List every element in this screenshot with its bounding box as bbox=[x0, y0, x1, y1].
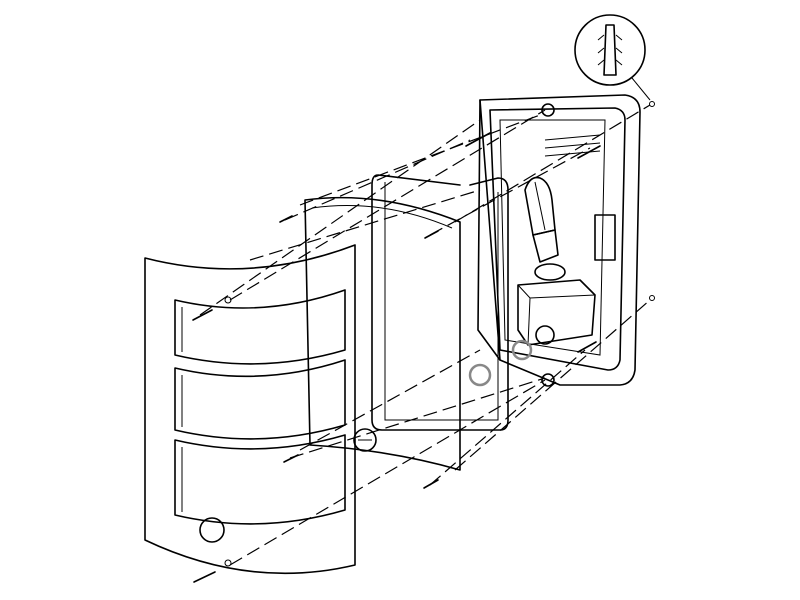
screw-icon bbox=[465, 132, 491, 147]
screw-icon bbox=[193, 571, 216, 583]
screw-icon bbox=[424, 230, 439, 239]
washer bbox=[468, 363, 492, 387]
window-top bbox=[174, 289, 346, 365]
screw-icon bbox=[577, 341, 597, 353]
screw-icon bbox=[279, 215, 293, 223]
housing-box bbox=[468, 94, 641, 387]
ballast-component bbox=[594, 214, 616, 261]
gasket bbox=[371, 174, 509, 431]
vent-slots bbox=[544, 134, 601, 157]
front-cover bbox=[144, 244, 356, 575]
wall-plug-detail bbox=[574, 14, 651, 101]
socket-box bbox=[517, 279, 596, 346]
screw-icon bbox=[283, 454, 299, 463]
screw-icon bbox=[577, 145, 601, 159]
screws bbox=[192, 101, 655, 583]
window-bottom bbox=[174, 434, 346, 525]
screw-icon bbox=[192, 309, 213, 321]
washer bbox=[511, 339, 533, 361]
assembly-guide-lines bbox=[199, 104, 651, 566]
bulb bbox=[524, 176, 566, 281]
diffuser-panel bbox=[304, 196, 461, 471]
window-middle bbox=[174, 359, 346, 440]
screw-icon bbox=[423, 479, 439, 489]
